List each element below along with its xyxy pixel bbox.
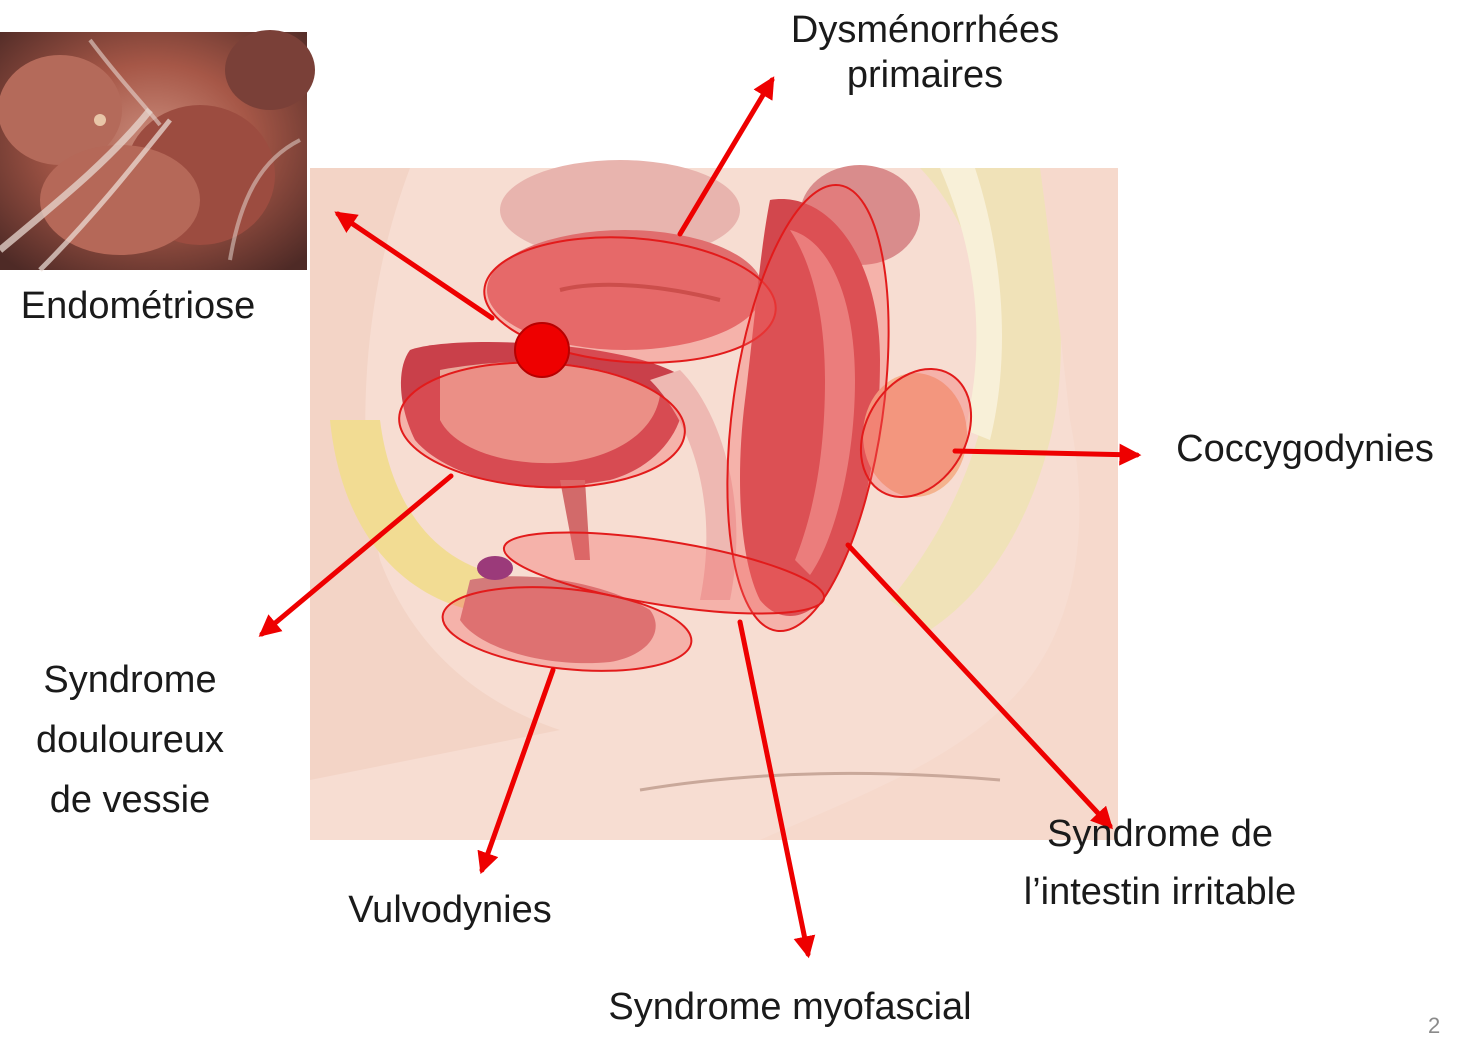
label-line: Coccygodynies xyxy=(1150,427,1460,472)
label-line: de vessie xyxy=(10,770,250,830)
label-syndrome-myofascial: Syndrome myofascial xyxy=(590,985,990,1030)
label-line: l’intestin irritable xyxy=(990,863,1330,921)
label-syndrome-intestin-irritable: Syndrome de l’intestin irritable xyxy=(990,805,1330,921)
endometriosis-lesion xyxy=(515,323,569,377)
label-vulvodynies: Vulvodynies xyxy=(325,888,575,933)
label-line: Syndrome xyxy=(10,650,250,710)
label-endometriose: Endométriose xyxy=(0,284,276,329)
label-syndrome-douloureux-de-vessie: Syndrome douloureux de vessie xyxy=(10,650,250,830)
label-line: primaires xyxy=(760,53,1090,98)
label-coccygodynies: Coccygodynies xyxy=(1150,427,1460,472)
label-line: Syndrome myofascial xyxy=(590,985,990,1030)
label-line: Dysménorrhées xyxy=(760,8,1090,53)
label-dysmenorrhees-primaires: Dysménorrhées primaires xyxy=(760,8,1090,98)
page-number: 2 xyxy=(1428,1013,1440,1039)
label-line: Endométriose xyxy=(0,284,276,329)
label-line: douloureux xyxy=(10,710,250,770)
endometriose-photo xyxy=(0,30,315,270)
label-line: Syndrome de xyxy=(990,805,1330,863)
label-line: Vulvodynies xyxy=(325,888,575,933)
